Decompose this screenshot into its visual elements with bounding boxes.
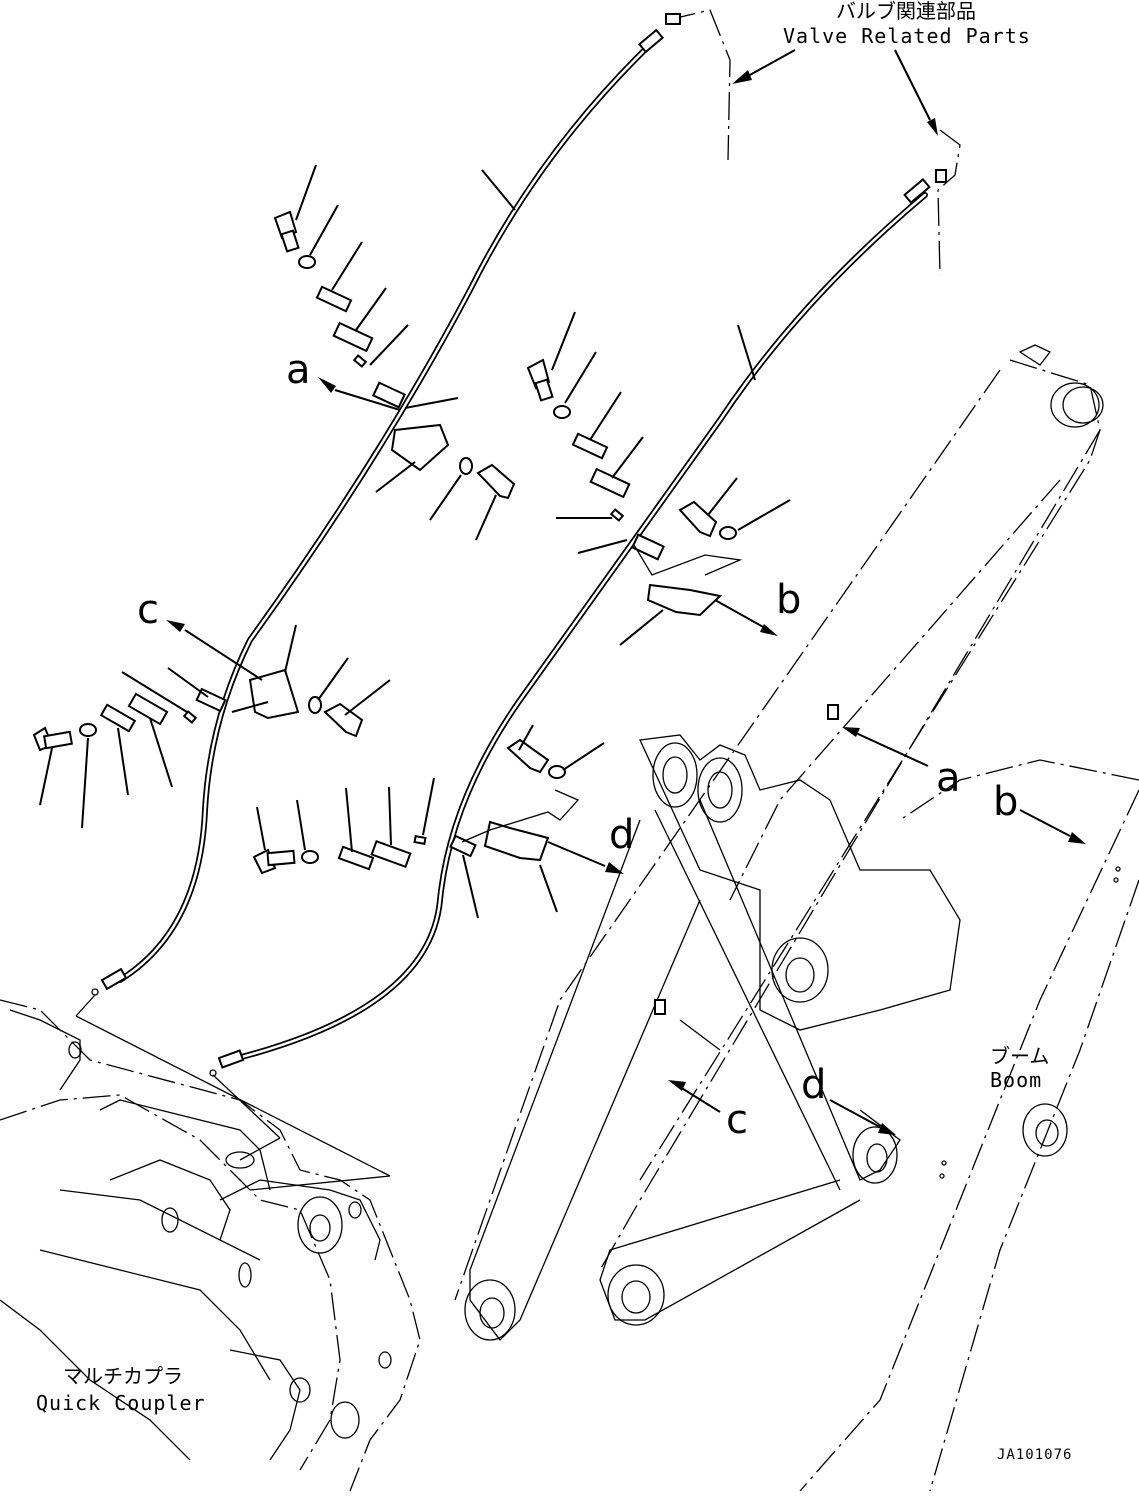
boom-label-jp: ブーム [990, 1044, 1050, 1068]
valve-parts-label-en: Valve Related Parts [783, 24, 1031, 48]
view-marker-d-in: d [801, 1062, 827, 1108]
boom-label-en: Boom [990, 1068, 1043, 1092]
clamp-group-d [252, 724, 624, 919]
valve-pipes [665, 9, 961, 276]
valve-parts-label-jp: バルブ関連部品 [836, 0, 976, 23]
view-marker-c-out: c [137, 587, 159, 633]
hose-2 [209, 178, 931, 1077]
clamp-group-c [32, 620, 391, 829]
view-marker-a-in: a [936, 755, 961, 801]
view-marker-b-out: b [776, 577, 802, 623]
hose-1 [91, 28, 665, 996]
coupler-label-en: Quick Coupler [36, 1391, 206, 1415]
drawing-code: JA101076 [997, 1447, 1073, 1463]
view-marker-c-in: c [726, 1097, 748, 1143]
boom-outline [454, 344, 1139, 1492]
coupler-label-jp: マルチカプラ [63, 1364, 183, 1388]
leader-lines [75, 49, 1086, 1191]
view-marker-d-out: d [609, 812, 635, 858]
view-marker-a-out: a [286, 347, 311, 393]
view-marker-b-in: b [993, 779, 1019, 825]
clamp-group-b [526, 311, 791, 646]
clamp-group-a [273, 164, 516, 541]
